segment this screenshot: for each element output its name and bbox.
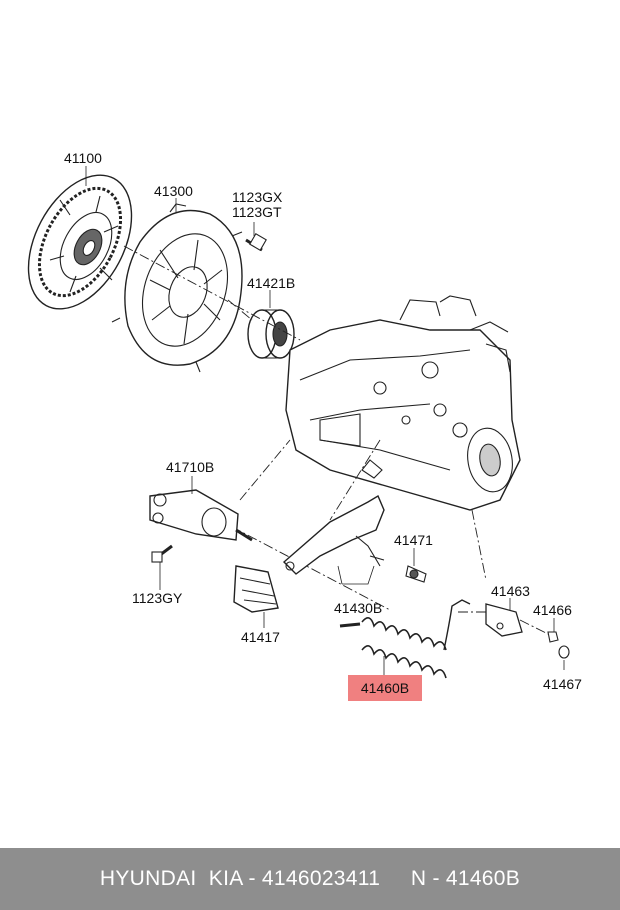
- part-label-41710b: 41710B: [166, 459, 215, 475]
- part-label-41471: 41471: [394, 532, 433, 548]
- release-bearing-drawing: [247, 309, 295, 359]
- clutch-hose-drawing: [339, 599, 471, 679]
- pivot-41471-drawing: [405, 565, 427, 583]
- highlighted-part-label: 41460B: [348, 675, 422, 701]
- part-number-footer: HYUNDAI KIA - 4146023411 N - 41460B: [0, 848, 620, 910]
- clutch-cover-drawing: [111, 203, 243, 373]
- dust-boot-drawing: [233, 565, 279, 613]
- alignment-lines: [123, 245, 553, 637]
- part-label-1123gy: 1123GY: [132, 590, 183, 606]
- part-label-41463: 41463: [491, 583, 530, 599]
- bolt-1123gx-drawing: [245, 233, 267, 252]
- release-fork-drawing: [282, 494, 385, 575]
- part-label-41300: 41300: [154, 183, 193, 199]
- clutch-disc-drawing: [27, 174, 133, 310]
- bracket-41463-drawing: [485, 603, 523, 637]
- part-label-41430b: 41430B: [334, 600, 383, 616]
- leader-lines: [85, 166, 565, 676]
- part-label-1123gt: 1123GT: [232, 204, 282, 220]
- part-label-1123gx: 1123GX: [232, 189, 283, 205]
- part-label-41467: 41467: [543, 676, 582, 692]
- exploded-parts-diagram: [27, 166, 570, 679]
- part-label-41466: 41466: [533, 602, 572, 618]
- part-label-41417: 41417: [241, 629, 280, 645]
- footer-text: HYUNDAI KIA - 4146023411 N - 41460B: [99, 867, 521, 890]
- transmission-housing-drawing: [285, 295, 521, 511]
- slave-cylinder-drawing: [149, 489, 253, 542]
- nut-washer-drawing: [547, 631, 570, 659]
- part-label-41421b: 41421B: [247, 275, 296, 291]
- bolt-1123gy-drawing: [151, 544, 173, 563]
- part-label-41100: 41100: [64, 150, 102, 166]
